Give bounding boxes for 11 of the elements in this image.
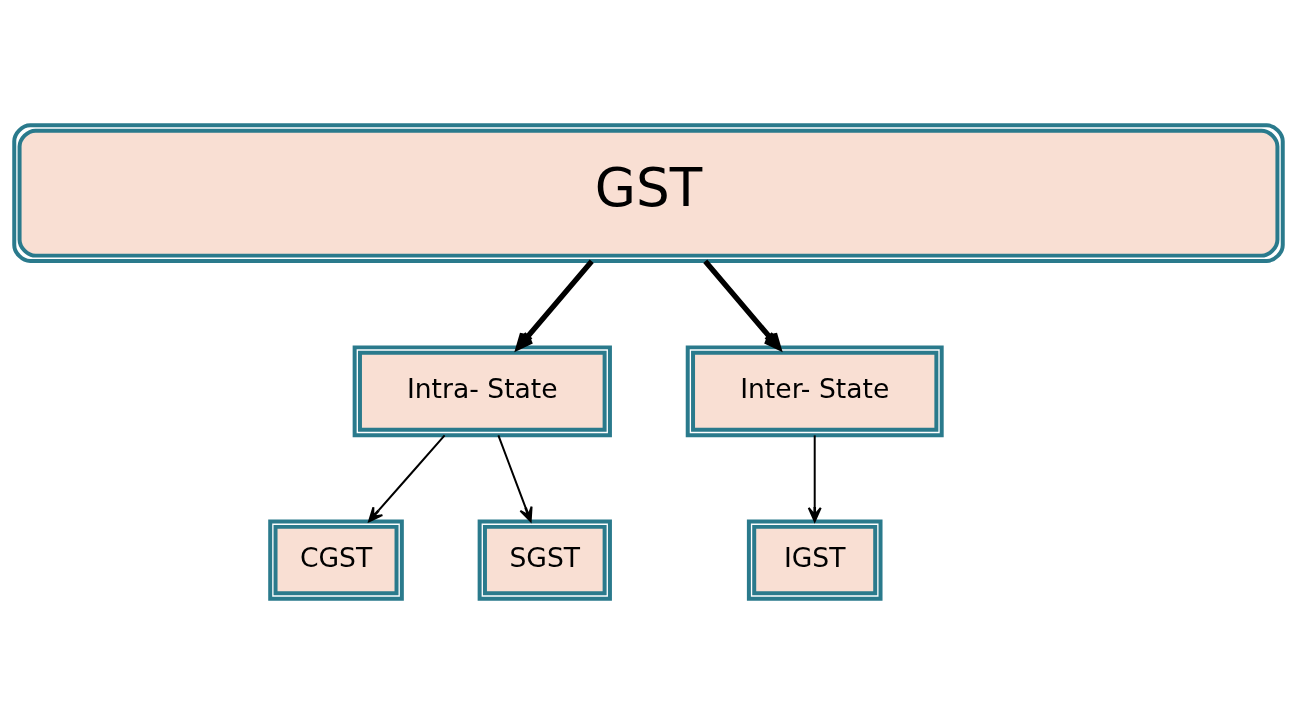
arrow (807, 434, 822, 523)
node-box: Intra- State (352, 345, 612, 438)
node-box: SGST (477, 519, 612, 601)
node-box: Inter- State (685, 345, 944, 438)
node-box: CGST (268, 519, 404, 601)
arrow (515, 259, 594, 351)
node-box: GST (12, 123, 1285, 263)
node-box: IGST (746, 519, 883, 601)
arrow (497, 434, 533, 523)
arrow (703, 259, 782, 351)
arrow (368, 434, 446, 523)
